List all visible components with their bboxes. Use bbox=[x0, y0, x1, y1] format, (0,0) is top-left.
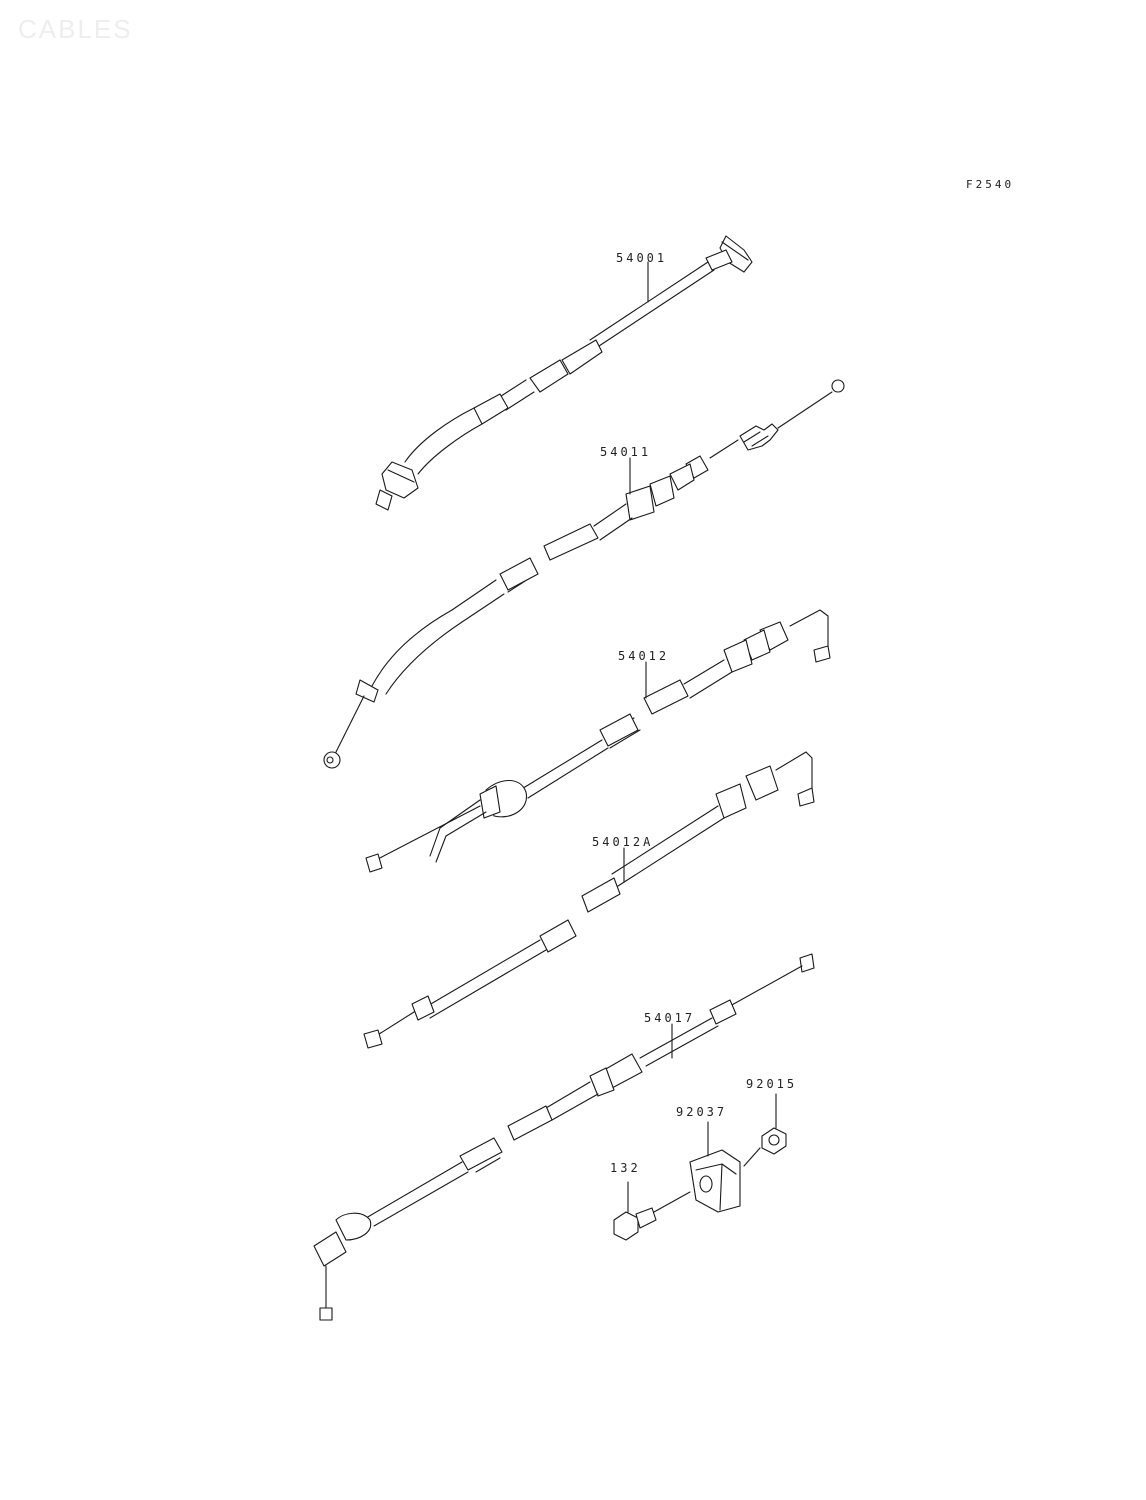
cable-54011[interactable]: 54011 bbox=[323, 379, 845, 769]
cable-54001[interactable]: 54001 bbox=[375, 235, 753, 511]
label-132: 132 bbox=[610, 1161, 641, 1175]
label-92015: 92015 bbox=[746, 1077, 797, 1091]
figure-code: F2540 bbox=[966, 178, 1015, 191]
label-54017: 54017 bbox=[644, 1011, 695, 1025]
label-54012a: 54012A bbox=[592, 835, 653, 849]
part-92015-nut[interactable]: 92015 bbox=[746, 1077, 797, 1155]
part-92037-clamp[interactable]: 92037 bbox=[676, 1105, 761, 1213]
label-54011: 54011 bbox=[600, 445, 651, 459]
cable-54012[interactable]: 54012 bbox=[365, 609, 831, 873]
page-watermark: CABLES bbox=[18, 14, 133, 44]
label-54001: 54001 bbox=[616, 251, 667, 265]
label-92037: 92037 bbox=[676, 1105, 727, 1119]
label-54012: 54012 bbox=[618, 649, 669, 663]
part-132-bolt[interactable]: 132 bbox=[610, 1161, 691, 1241]
cable-54012a[interactable]: 54012A bbox=[363, 751, 815, 1049]
cable-54017[interactable]: 54017 bbox=[313, 953, 815, 1321]
